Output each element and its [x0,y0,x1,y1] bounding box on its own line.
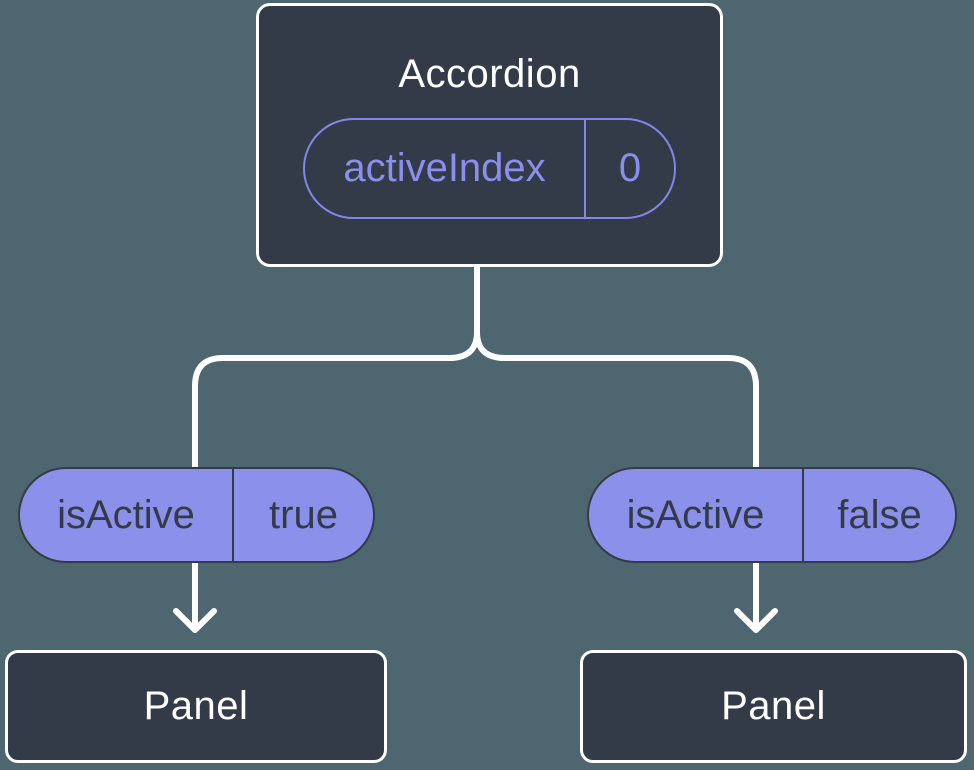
prop-name-label: activeIndex [305,120,586,217]
arrow-down-left-icon [173,608,217,633]
panel-label: Panel [721,684,826,728]
prop-value-label: true [269,492,338,537]
connector-branch-right [474,329,759,629]
accordion-title: Accordion [398,52,581,96]
panel-label: Panel [143,684,249,728]
prop-name-label: isActive [589,469,804,561]
prop-value-label: false [837,492,922,537]
prop-name-label: isActive [20,469,234,561]
accordion-node: Accordion activeIndex 0 [256,3,723,267]
panel-node-right: Panel [580,650,967,763]
is-active-pill-left: isActive true [18,467,375,563]
panel-node-left: Panel [5,650,387,763]
arrow-down-right-icon [734,608,778,633]
is-active-pill-right: isActive false [587,467,957,563]
active-index-pill: activeIndex 0 [303,118,676,219]
connector-branch-left [192,329,480,629]
prop-value-label: 0 [618,146,642,190]
